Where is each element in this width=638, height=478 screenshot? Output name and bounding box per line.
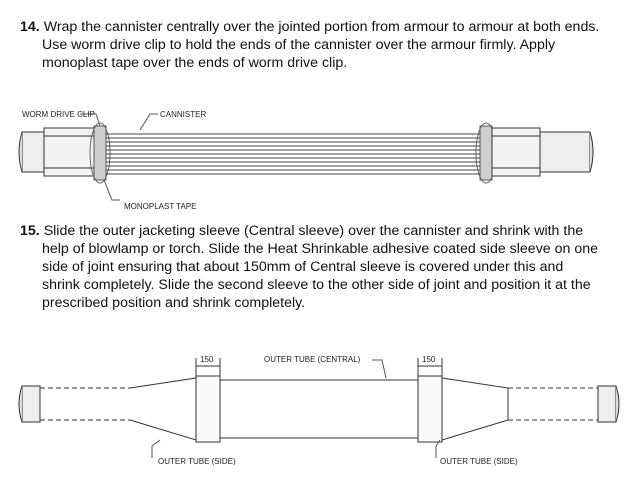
right-cable-end-2 <box>508 385 620 423</box>
leader-monoplast-tape <box>103 179 120 201</box>
dimension-right-label: 150 <box>422 355 436 364</box>
step-14-line-3: monoplast tape over the ends of worm dri… <box>42 55 348 71</box>
dimension-right <box>417 358 443 376</box>
left-cable-end <box>18 127 95 177</box>
figure-2-outer-tube-diagram <box>18 358 620 458</box>
cannister-body <box>106 133 480 175</box>
step-14-line-1: 14. Wrap the cannister centrally over th… <box>20 18 616 36</box>
figure-1-cannister-diagram <box>18 113 594 201</box>
label-cannister: CANNISTER <box>160 110 206 119</box>
step-15-line-4: shrink completely. Slide the second slee… <box>42 277 591 293</box>
left-side-tube <box>129 377 197 441</box>
step-14-line-2: Use worm drive clip to hold the ends of … <box>42 37 556 53</box>
leader-worm-drive-clip <box>80 113 101 127</box>
label-outer-tube-side-right: OUTER TUBE (SIDE) <box>440 457 518 466</box>
step-15-line-3: side of joint ensuring that about 150mm … <box>42 259 564 275</box>
label-outer-tube-side-left: OUTER TUBE (SIDE) <box>158 457 236 466</box>
central-tube <box>219 379 419 439</box>
step-14-number: 14. <box>20 19 40 35</box>
label-worm-drive-clip: WORM DRIVE CLIP <box>22 110 95 119</box>
leader-side-right <box>435 439 441 458</box>
step-15-line-2: help of blowlamp or torch. Slide the Hea… <box>42 241 599 257</box>
leader-cannister <box>139 113 158 131</box>
dimension-left-label: 150 <box>200 355 214 364</box>
step-14-text-1: Wrap the cannister centrally over the jo… <box>43 19 600 35</box>
label-monoplast-tape: MONOPLAST TAPE <box>124 202 196 211</box>
step-14: 14. Wrap the cannister centrally over th… <box>20 18 616 72</box>
dimension-left <box>195 358 221 376</box>
leader-central <box>372 359 387 379</box>
right-side-tube <box>441 377 509 441</box>
label-outer-tube-central: OUTER TUBE (CENTRAL) <box>264 355 361 364</box>
step-15: 15. Slide the outer jacketing sleeve (Ce… <box>20 222 616 312</box>
step-15-line-5: prescribed position and shrink completel… <box>42 295 306 311</box>
left-overlap-sleeve <box>195 375 221 443</box>
leader-side-left <box>151 439 161 458</box>
left-cable-end-2 <box>18 385 130 423</box>
step-15-text-1: Slide the outer jacketing sleeve (Centra… <box>43 223 584 239</box>
step-15-line-1: 15. Slide the outer jacketing sleeve (Ce… <box>20 222 616 240</box>
right-cable-end <box>491 127 594 177</box>
right-overlap-sleeve <box>417 375 443 443</box>
step-15-number: 15. <box>20 223 40 239</box>
